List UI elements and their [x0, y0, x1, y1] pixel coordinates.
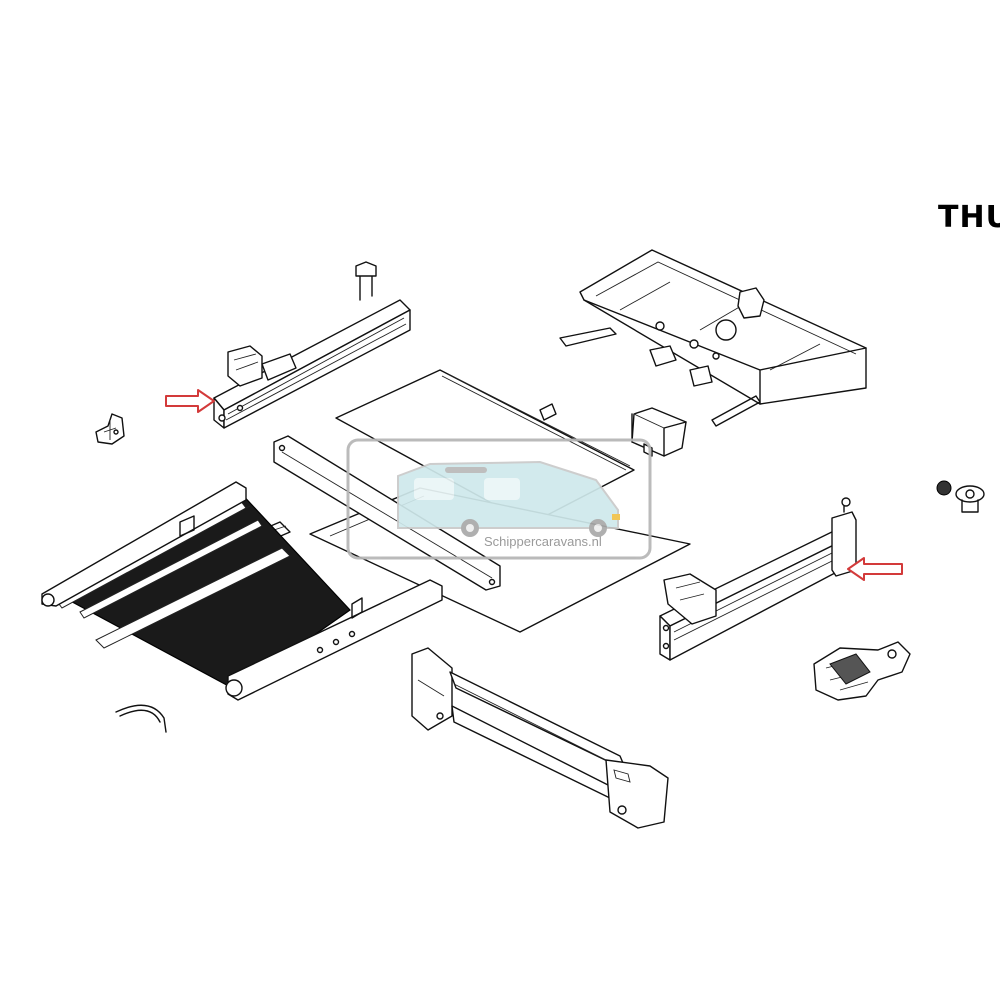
- right-callout-arrow: [847, 557, 903, 581]
- hollow-arrow-icon: [847, 557, 903, 581]
- right-slide-rail: [659, 497, 857, 661]
- mounting-plate-assembly: [559, 249, 867, 427]
- brand-logo-text: THU: [938, 200, 1000, 235]
- front-bumper: [411, 647, 669, 829]
- control-box: [631, 407, 687, 457]
- gear-motor: [813, 641, 911, 701]
- hollow-arrow-icon: [165, 389, 215, 413]
- watermark-frame: [346, 438, 652, 560]
- watermark-logo: [346, 438, 652, 560]
- watermark-text: Schippercaravans.nl: [484, 534, 602, 549]
- support-strip: [273, 435, 501, 591]
- mounting-clip: [95, 413, 125, 445]
- cable-clip: [115, 704, 167, 733]
- knob-and-seal: [936, 480, 985, 513]
- left-callout-arrow: [165, 389, 215, 413]
- step-tread: [41, 481, 443, 701]
- left-slide-rail: [213, 261, 411, 429]
